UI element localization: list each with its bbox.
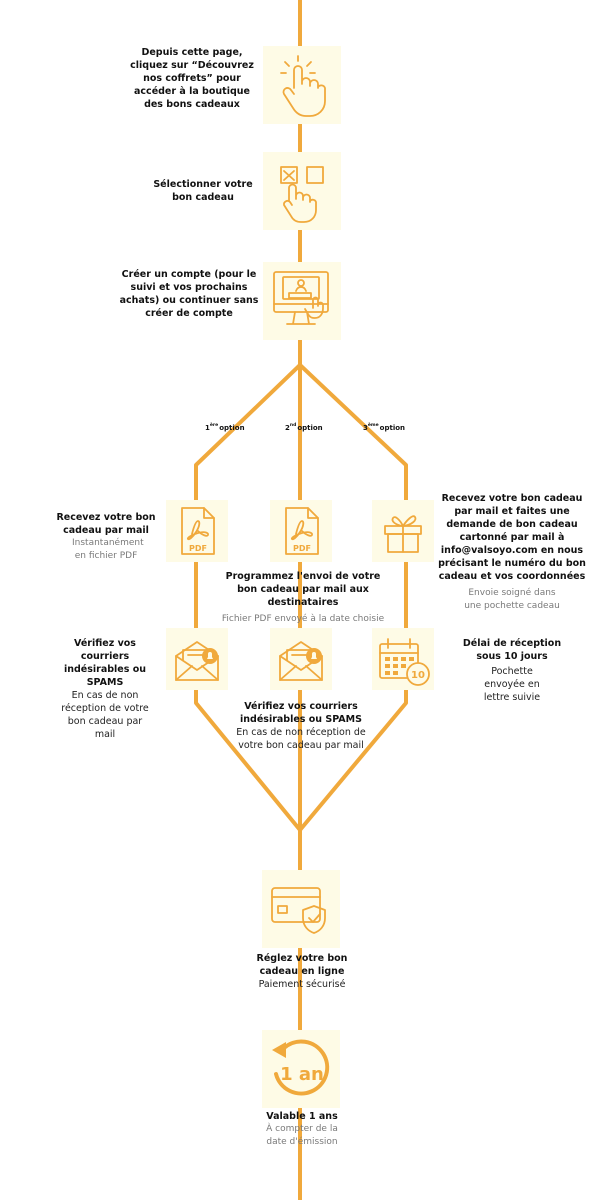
step-3-text: Créer un compte (pour le suivi et vos pr… [119,269,259,319]
mail-notification-icon [175,641,219,681]
step-1-text: Depuis cette page, cliquez sur “Découvre… [130,47,254,110]
branch-2-mail-box [270,628,332,690]
svg-text:PDF: PDF [189,544,207,553]
branch-2-b-title: Vérifiez vos courriers indésirables ou S… [240,701,362,725]
branch-3-calendar-box: 10 [372,628,434,690]
branch-3-b-title: Délai de réception sous 10 jours [462,638,562,662]
calendar-number: 10 [411,670,425,681]
computer-account-icon [273,271,329,325]
branch-3-b-sub: Pochette envoyée en lettre suivie [483,666,541,703]
payment-title: Réglez votre bon cadeau en ligne [256,953,348,977]
branch-3-a-text: Recevez votre bon cadeau par mail et fai… [432,492,592,613]
validity-icon-box: 1 an [262,1030,340,1108]
validity-title: Valable 1 ans [266,1111,338,1122]
pdf-file-icon: PDF [285,507,319,555]
gift-box-icon [384,515,422,553]
branch-3-b-text: Délai de réception sous 10 jours Pochett… [452,637,572,704]
secure-card-icon [271,887,326,934]
step-1-icon-box [263,46,341,124]
validity-text: Valable 1 ans À compter de la date d'émi… [250,1110,354,1149]
branch-1-b-sub: En cas de non réception de votre bon cad… [61,690,149,740]
step-2-icon-box [263,152,341,230]
branch-2-a-sub: Fichier PDF envoyé à la date choisie [221,614,385,624]
step-3-icon-box [263,262,341,340]
branch-1-a-text: Recevez votre bon cadeau par mail Instan… [54,511,158,563]
checkbox-hand-icon [280,166,324,223]
one-year-icon: 1 an [272,1039,330,1096]
option-2-label: 2ndoption [285,423,323,432]
branch-3-a-title: Recevez votre bon cadeau par mail et fai… [438,493,586,582]
svg-text:PDF: PDF [293,544,311,553]
payment-text: Réglez votre bon cadeau en ligne Paiemen… [240,952,364,991]
calendar-icon: 10 [379,638,430,686]
branch-1-pdf-box: PDF [166,500,228,562]
branch-1-b-title: Vérifiez vos courriers indésirables ou S… [63,638,147,688]
branch-1-a-title: Recevez votre bon cadeau par mail [56,512,156,536]
branch-1-mail-box [166,628,228,690]
branch-2-b-text: Vérifiez vos courriers indésirables ou S… [226,700,376,752]
branch-1-a-sub: Instantanément en fichier PDF [72,538,144,561]
branch-2-pdf-box: PDF [270,500,332,562]
branch-2-a-title: Programmez l'envoi de votre bon cadeau p… [225,571,381,608]
branch-3-a-sub: Envoie soigné dans une pochette cadeau [464,588,560,611]
payment-sub: Paiement sécurisé [258,979,346,990]
validity-badge: 1 an [280,1064,324,1085]
payment-icon-box [262,870,340,948]
branch-2-a-text: Programmez l'envoi de votre bon cadeau p… [216,570,390,626]
mail-notification-icon [279,641,323,681]
step-2-text: Sélectionner votre bon cadeau [153,179,253,203]
tap-hand-icon [280,55,326,117]
option-1-label: 1èreoption [205,423,245,432]
branch-2-b-sub: En cas de non réception de votre bon cad… [236,727,366,751]
pdf-file-icon: PDF [181,507,215,555]
validity-sub: À compter de la date d'émission [266,1124,338,1147]
branch-1-b-text: Vérifiez vos courriers indésirables ou S… [50,637,160,741]
option-3-label: 3èmeoption [363,423,406,432]
branch-3-gift-box [372,500,434,562]
